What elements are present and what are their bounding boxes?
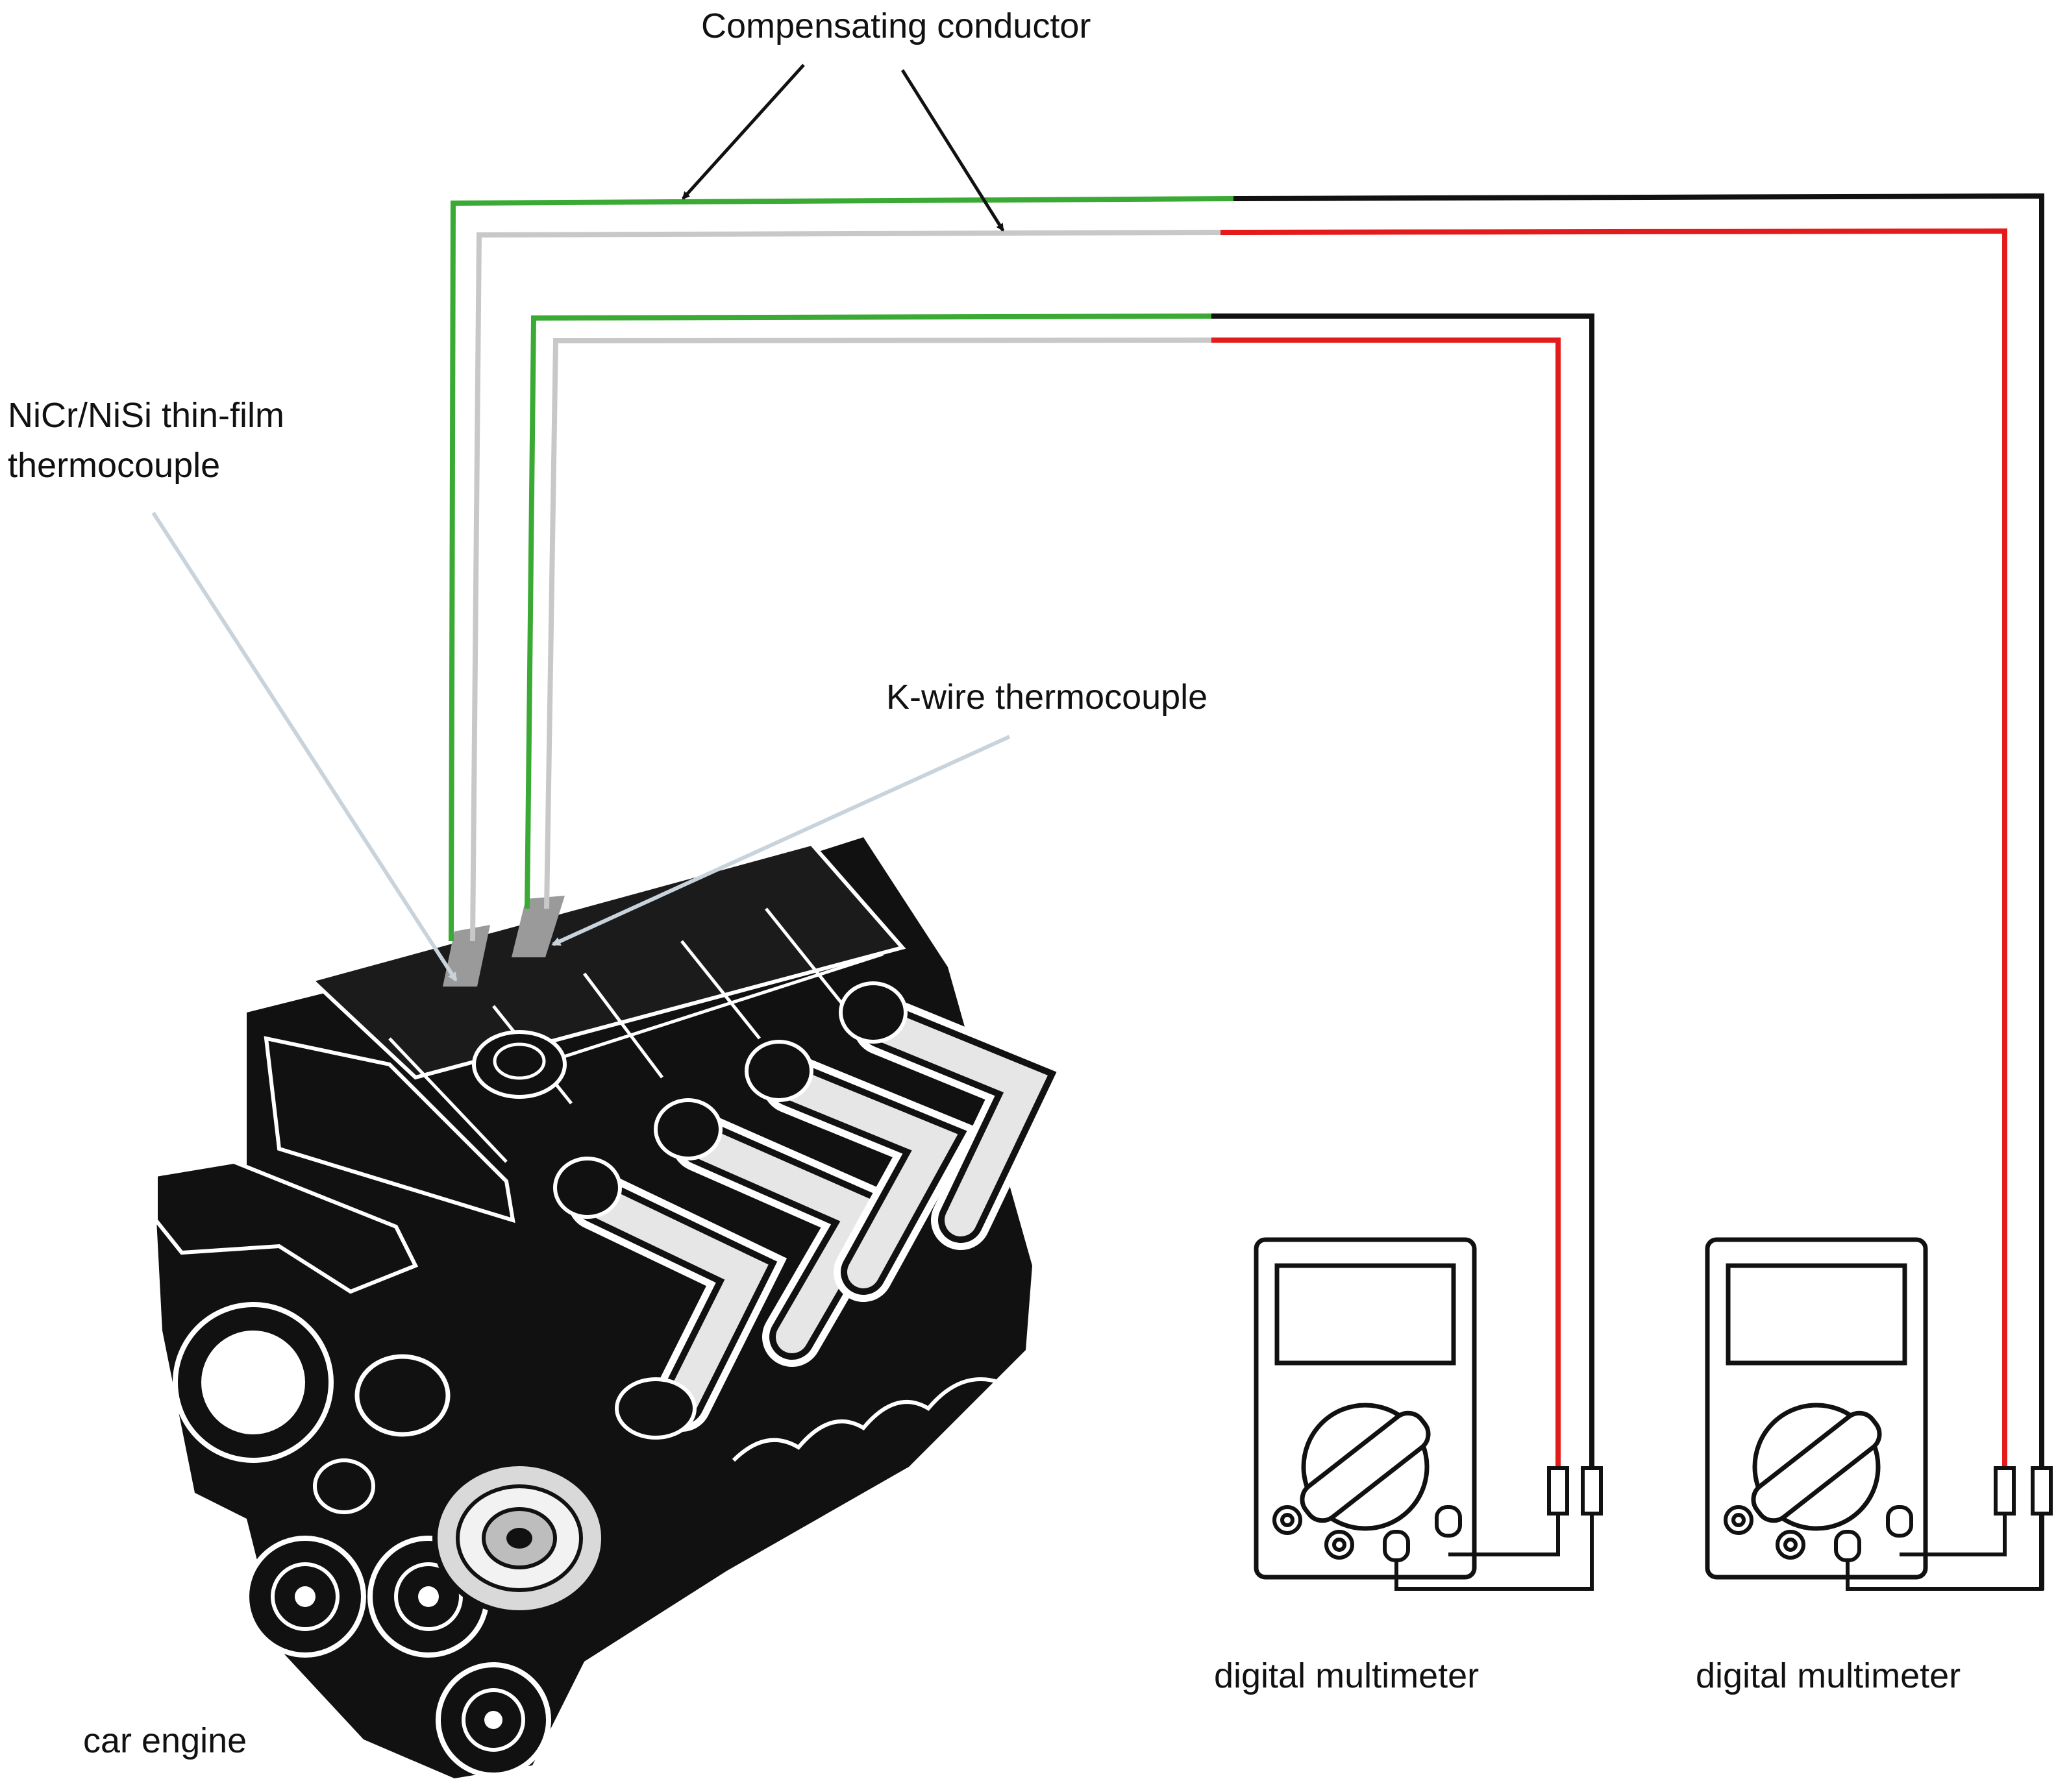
sensor-pads (443, 896, 565, 987)
red-lead-outer (1220, 228, 2007, 1473)
filler-cap (472, 1030, 567, 1099)
input-jacks (1724, 1505, 1913, 1562)
multimeter-display (1726, 1263, 1907, 1366)
small-port (313, 1354, 451, 1514)
multimeter-right-label: digital multimeter (1696, 1656, 1961, 1695)
intake-pipes (567, 996, 1067, 1432)
green-compensating-wire-outer (449, 196, 1234, 942)
thin-film-thermocouple-label-line2: thermocouple (8, 446, 220, 485)
labels: Compensating conductor NiCr/NiSi thin-fi… (8, 6, 1961, 1760)
compensating-arrow-left (682, 64, 805, 200)
probe-plugs-left (1394, 1466, 1603, 1591)
gray-compensating-wire-inner (544, 338, 1212, 909)
digital-multimeter-left (1254, 1237, 1477, 1580)
multimeter-left-label: digital multimeter (1214, 1656, 1479, 1695)
black-lead-inner (1211, 313, 1594, 1473)
k-wire-thermocouple-label: K-wire thermocouple (886, 678, 1208, 717)
rotary-dial (1751, 1403, 1882, 1531)
thin-film-thermocouple-label-line1: NiCr/NiSi thin-film (8, 396, 284, 435)
k-wire-arrow (551, 735, 1011, 946)
compensating-conductor-label: Compensating conductor (701, 6, 1091, 45)
left-pulley (173, 1302, 334, 1463)
rotary-dial (1300, 1403, 1431, 1531)
thin-film-sensor-pad (443, 925, 490, 987)
engine-sump-edge (732, 1377, 1000, 1462)
car-engine-illustration (154, 837, 1067, 1778)
compensating-arrow-right (900, 69, 1005, 232)
engine-side-panel (264, 1036, 515, 1223)
probe-plugs-right (1846, 1466, 2053, 1591)
pipe-ports (553, 981, 908, 1440)
black-lead-outer (1233, 193, 2044, 1590)
cover-grid-lines (388, 907, 884, 1163)
green-compensating-wire-inner (525, 313, 1212, 909)
gray-compensating-wire-outer (470, 230, 1221, 942)
engine-bracket (154, 1159, 419, 1294)
thin-film-arrow (151, 511, 458, 982)
k-wire-sensor-pad (512, 896, 565, 957)
multimeter-display (1274, 1263, 1456, 1366)
wires (449, 193, 2044, 1590)
red-lead-inner (1211, 338, 1561, 1473)
callout-arrows (151, 64, 1011, 982)
digital-multimeter-right (1705, 1237, 1928, 1580)
input-jacks (1272, 1505, 1462, 1562)
car-engine-label: car engine (83, 1721, 247, 1760)
alternator-pulley (432, 1461, 606, 1615)
engine-top-cover (308, 841, 906, 1080)
